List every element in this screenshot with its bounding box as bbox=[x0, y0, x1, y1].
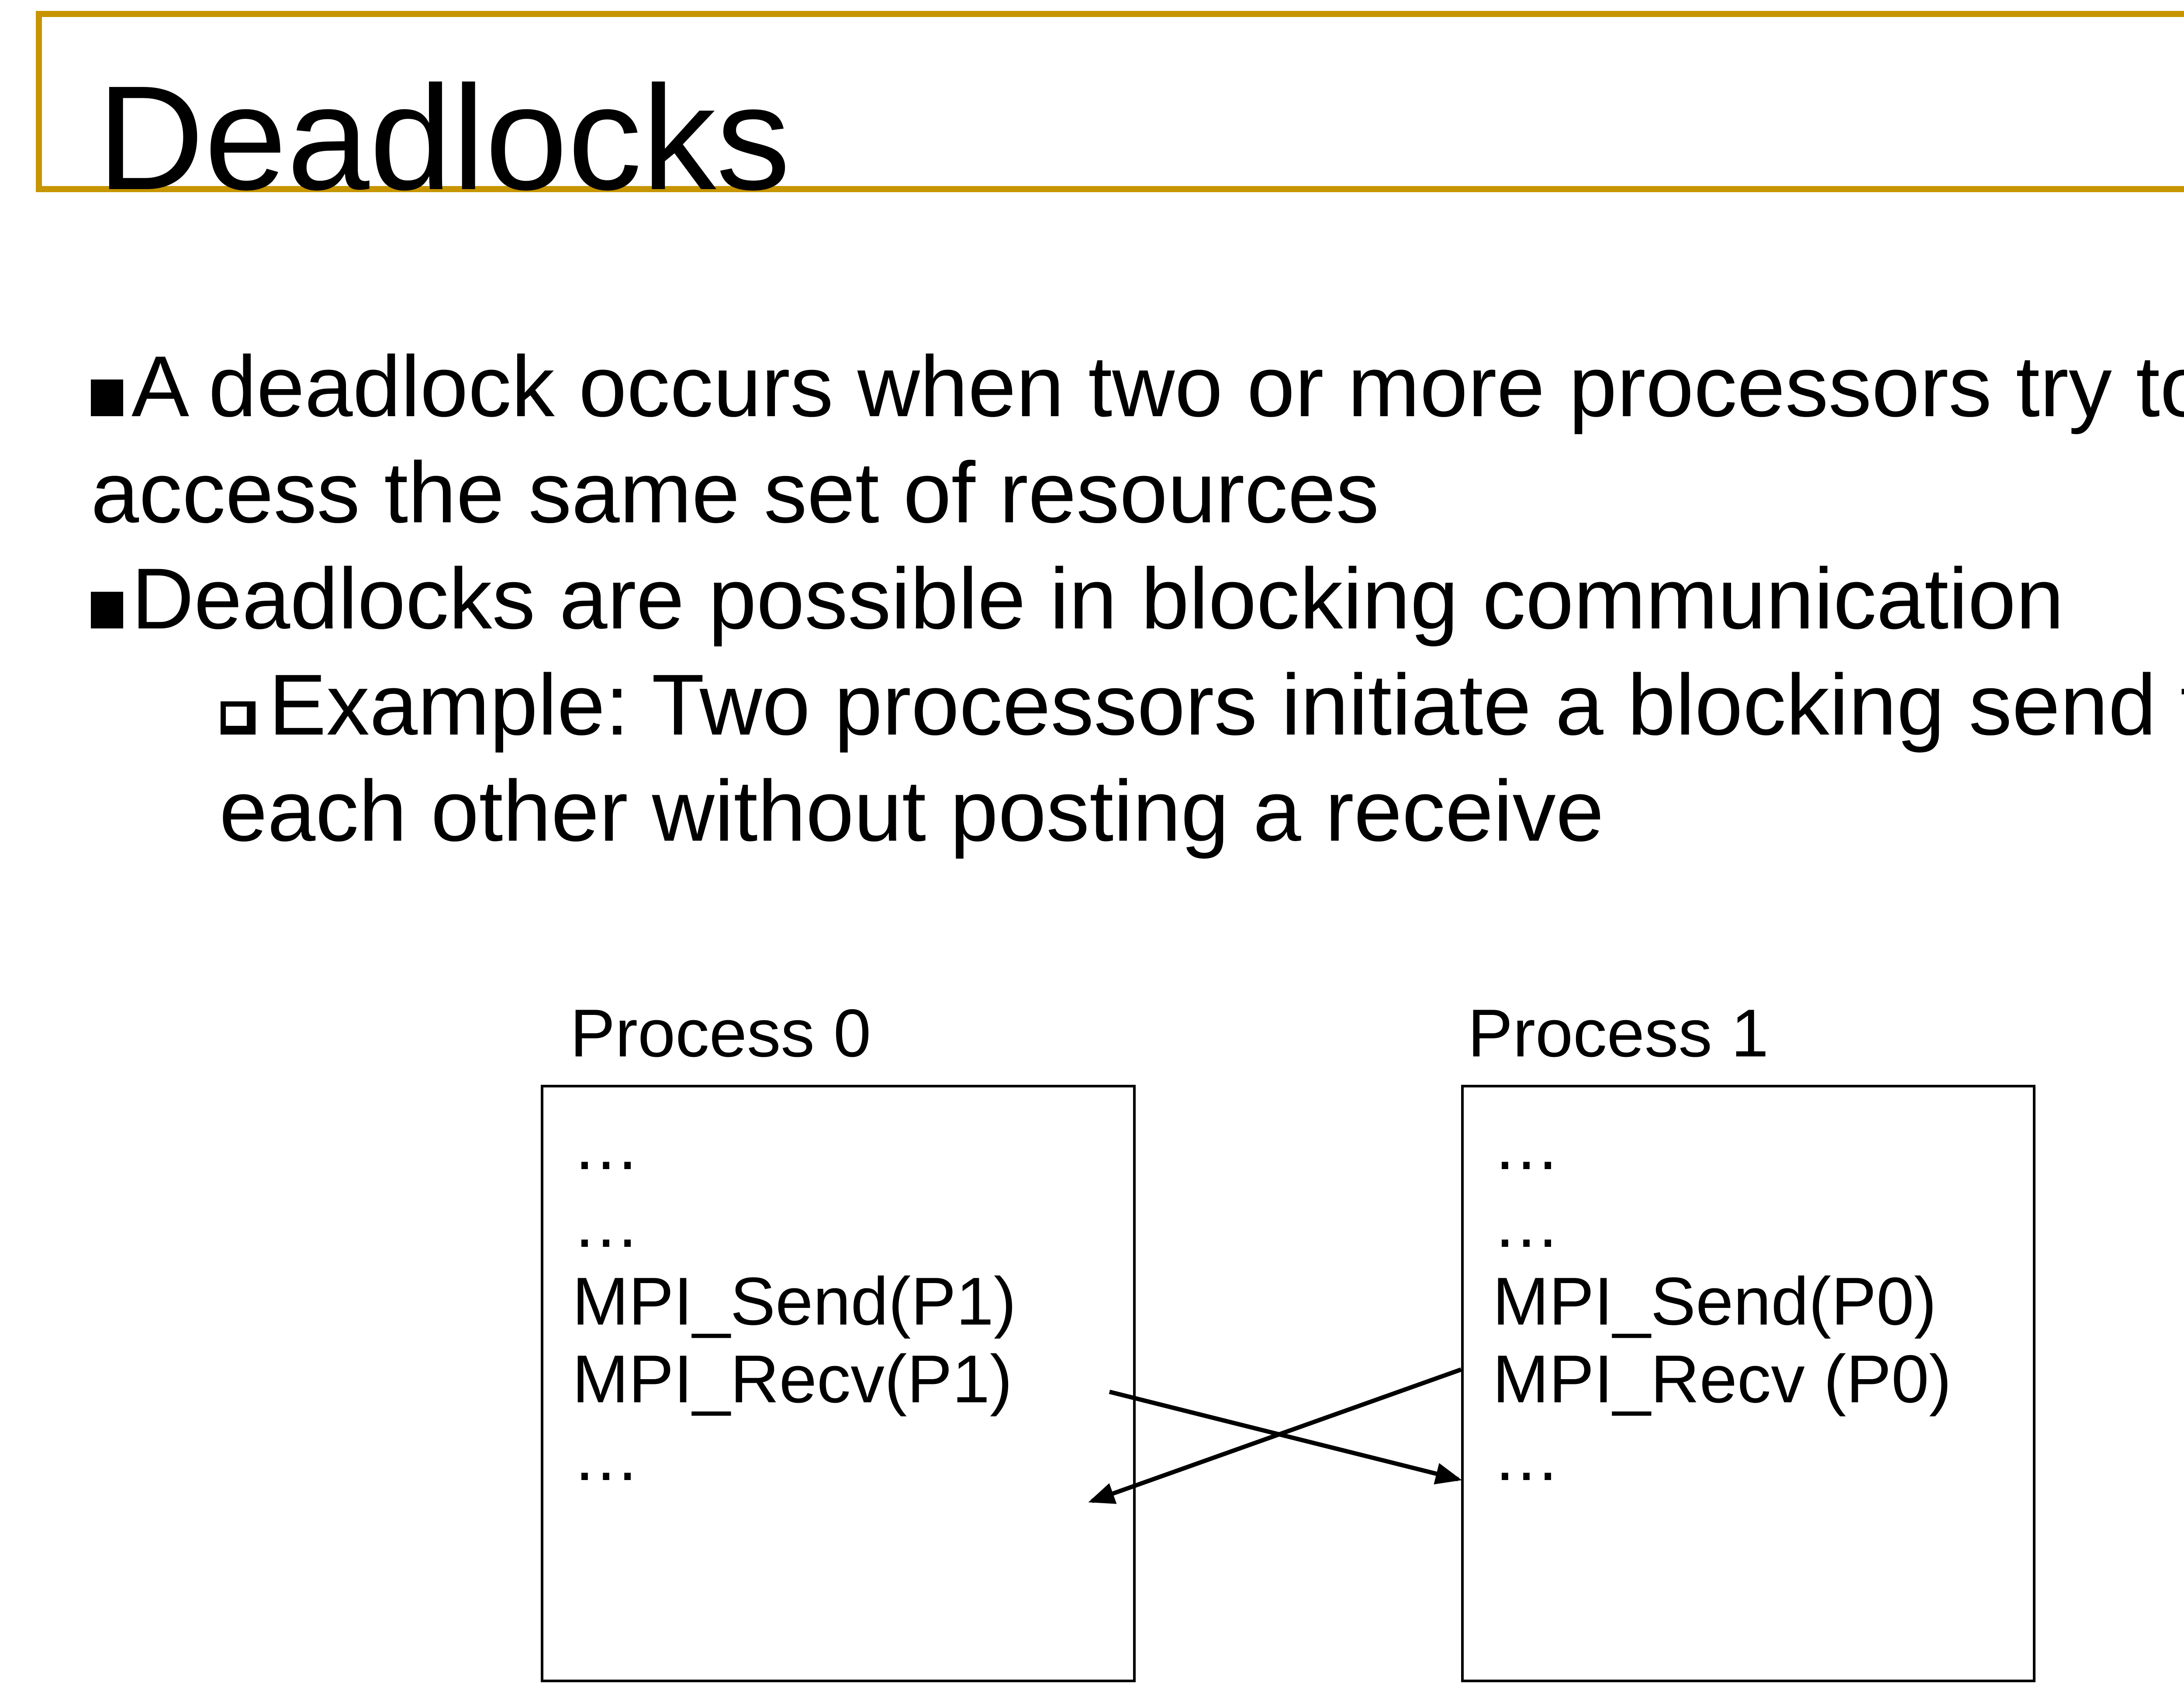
process0-code-line: … bbox=[572, 1186, 640, 1261]
process0-code-line: … bbox=[572, 1419, 640, 1494]
process0-code-line: MPI_Recv(P1) bbox=[572, 1341, 1013, 1417]
process1-box: … … MPI_Send(P0) MPI_Recv (P0) … bbox=[1461, 1085, 2035, 1682]
sub-bullet-item: Example: Two processors initiate a block… bbox=[0, 652, 2184, 758]
sub-bullet-item-wrap: each other without posting a receive bbox=[0, 758, 2184, 864]
hollow-square-bullet-icon bbox=[221, 701, 256, 735]
solid-square-bullet-icon bbox=[91, 592, 123, 628]
arrow-p0-to-p1-icon bbox=[1109, 1390, 1462, 1485]
body-text-block: A deadlock occurs when two or more proce… bbox=[0, 333, 2184, 864]
page-title: Deadlocks bbox=[97, 55, 791, 221]
sub-bullet-item-wrap-text: each other without posting a receive bbox=[219, 763, 1604, 859]
bullet-item-1-wrap-text: access the same set of resources bbox=[91, 444, 1379, 541]
solid-square-bullet-icon bbox=[91, 380, 123, 416]
bullet-item-1-wrap: access the same set of resources bbox=[0, 439, 2184, 545]
bullet-item-1-text: A deadlock occurs when two or more proce… bbox=[131, 338, 2184, 435]
sub-bullet-item-text: Example: Two processors initiate a block… bbox=[269, 656, 2184, 753]
process1-code-line: … bbox=[1493, 1186, 1560, 1261]
process0-code-line: MPI_Send(P1) bbox=[572, 1263, 1016, 1339]
process1-code-line: MPI_Recv (P0) bbox=[1493, 1341, 1952, 1417]
process0-code-line: … bbox=[572, 1108, 640, 1184]
process0-label: Process 0 bbox=[570, 995, 871, 1071]
process1-label: Process 1 bbox=[1468, 995, 1769, 1071]
process1-code-line: … bbox=[1493, 1419, 1560, 1494]
process1-code-line: … bbox=[1493, 1108, 1560, 1184]
title-box bbox=[36, 11, 2184, 192]
bullet-item-2-text: Deadlocks are possible in blocking commu… bbox=[131, 550, 2064, 647]
bullet-item-1: A deadlock occurs when two or more proce… bbox=[0, 333, 2184, 439]
process0-box: … … MPI_Send(P1) MPI_Recv(P1) … bbox=[541, 1085, 1136, 1682]
bullet-item-2: Deadlocks are possible in blocking commu… bbox=[0, 545, 2184, 652]
process1-code-line: MPI_Send(P0) bbox=[1493, 1263, 1937, 1339]
arrow-p1-to-p0-icon bbox=[1088, 1367, 1462, 1504]
